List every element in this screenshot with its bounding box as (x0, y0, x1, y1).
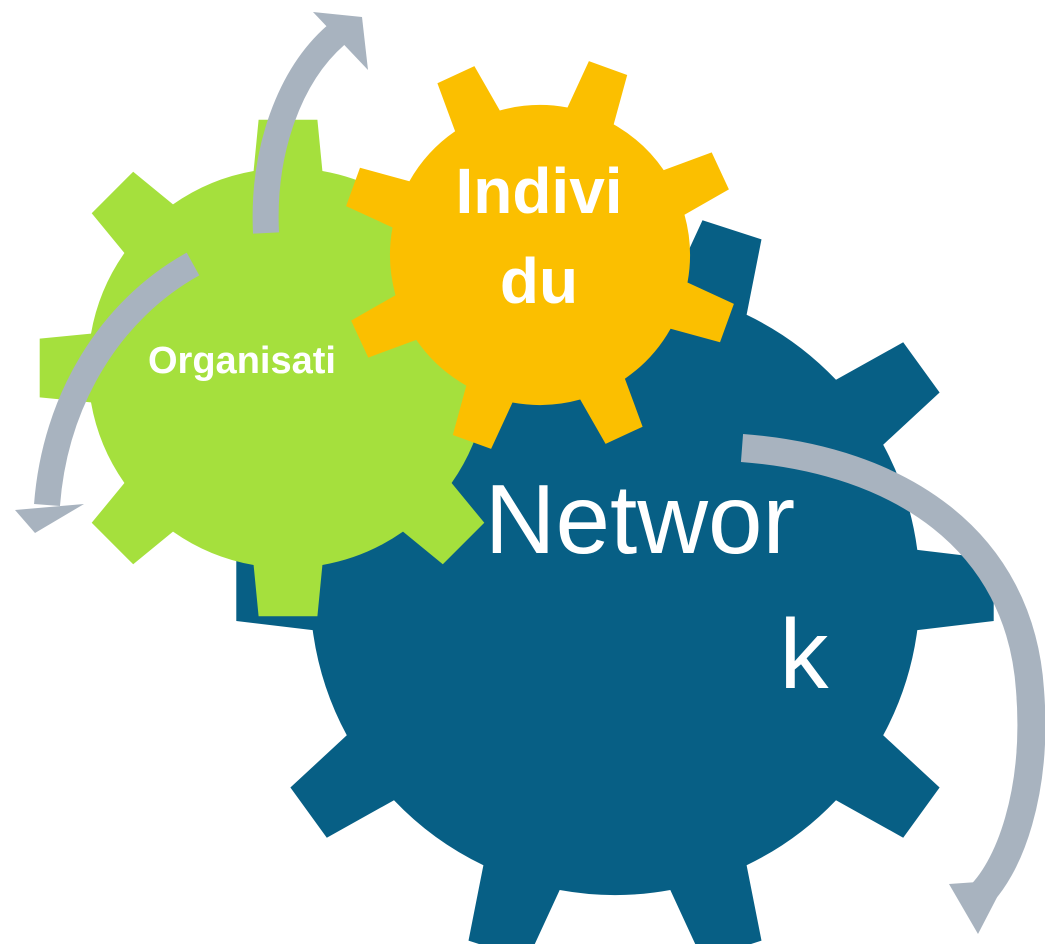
individual-gear-shape (346, 61, 734, 449)
rotation-arrows (15, 12, 1045, 934)
arrow-head-right-icon (949, 880, 1006, 934)
organisation-label: Organisati (148, 340, 336, 382)
network-label-line1: Networ (485, 464, 795, 574)
curved-arrow-left-icon (34, 252, 200, 507)
individual-label-line2: du (500, 245, 578, 317)
arrow-head-left-icon (15, 504, 84, 533)
curved-arrow-top-icon (252, 25, 345, 234)
network-label-line2: k (780, 599, 830, 709)
curved-arrow-right-icon (740, 434, 1045, 911)
individual-label-line1: Indivi (455, 155, 622, 227)
arrow-head-top-icon (313, 12, 368, 70)
individual-gear: Indivi du (346, 61, 734, 449)
